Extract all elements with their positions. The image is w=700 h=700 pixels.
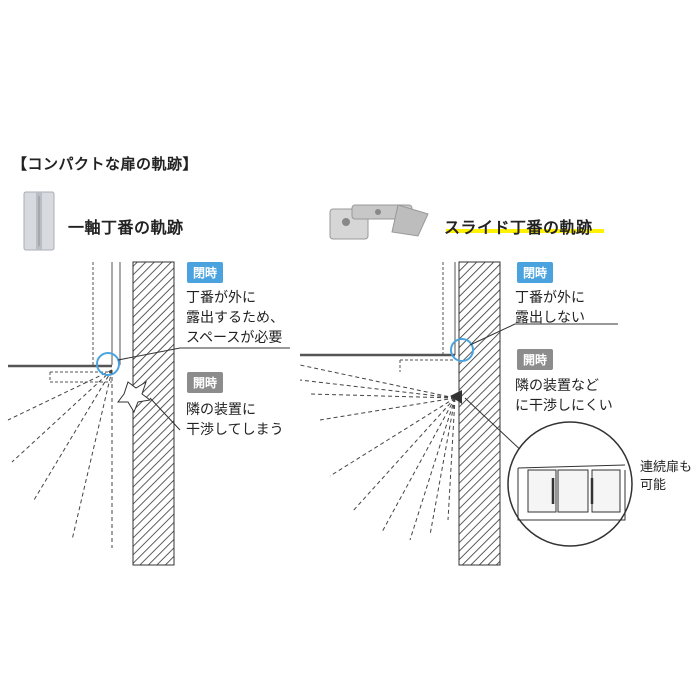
left-heading: 一軸丁番の軌跡 (68, 218, 184, 237)
left-open-line-1: 隣の装置に (186, 402, 256, 418)
left-closed-line-2: 露出するため、 (186, 310, 284, 326)
left-cabinet-lines (8, 262, 121, 383)
inset-line-1: 連続扉も (640, 460, 693, 475)
right-closed-line-2: 露出しない (515, 310, 585, 326)
left-open-note: 隣の装置に 干渉してしまう (186, 400, 284, 440)
slide-hinge-icon (329, 204, 429, 240)
collision-burst-icon (117, 380, 152, 414)
right-wall (458, 261, 501, 566)
right-closed-line-1: 丁番が外に (515, 290, 585, 306)
left-wall (132, 261, 175, 566)
right-heading: スライド丁番の軌跡 (444, 218, 593, 237)
heading-highlight (446, 229, 604, 233)
left-closed-note: 丁番が外に 露出するため、 スペースが必要 (186, 288, 284, 348)
butt-hinge-icon (23, 191, 55, 251)
page-title: 【コンパクトな扉の軌跡】 (12, 155, 199, 173)
right-door-trajectory (299, 364, 456, 541)
left-closed-badge: 閉時 (187, 262, 224, 283)
inset-line-2: 可能 (640, 478, 667, 493)
right-closed-badge: 閉時 (517, 262, 554, 283)
right-hinge-marker (450, 390, 462, 404)
left-open-line-2: 干渉してしまう (186, 422, 284, 438)
left-open-badge: 開時 (187, 372, 224, 393)
left-closed-line-1: 丁番が外に (186, 290, 256, 306)
left-hinge-circle (96, 352, 120, 376)
left-closed-line-3: スペースが必要 (186, 330, 283, 346)
right-open-badge: 開時 (517, 349, 554, 370)
right-open-line-2: に干渉しにくい (515, 398, 613, 414)
inset-circle (507, 421, 633, 547)
right-cabinet-lines (300, 262, 456, 372)
right-open-line-1: 隣の装置など (515, 378, 599, 394)
inset-caption: 連続扉も 可能 (640, 459, 692, 495)
left-callout-lines (117, 347, 290, 431)
right-closed-note: 丁番が外に 露出しない (515, 288, 585, 328)
left-door-trajectory (7, 369, 113, 548)
right-hinge-circle (450, 338, 474, 362)
right-open-note: 隣の装置など に干渉しにくい (515, 376, 613, 416)
